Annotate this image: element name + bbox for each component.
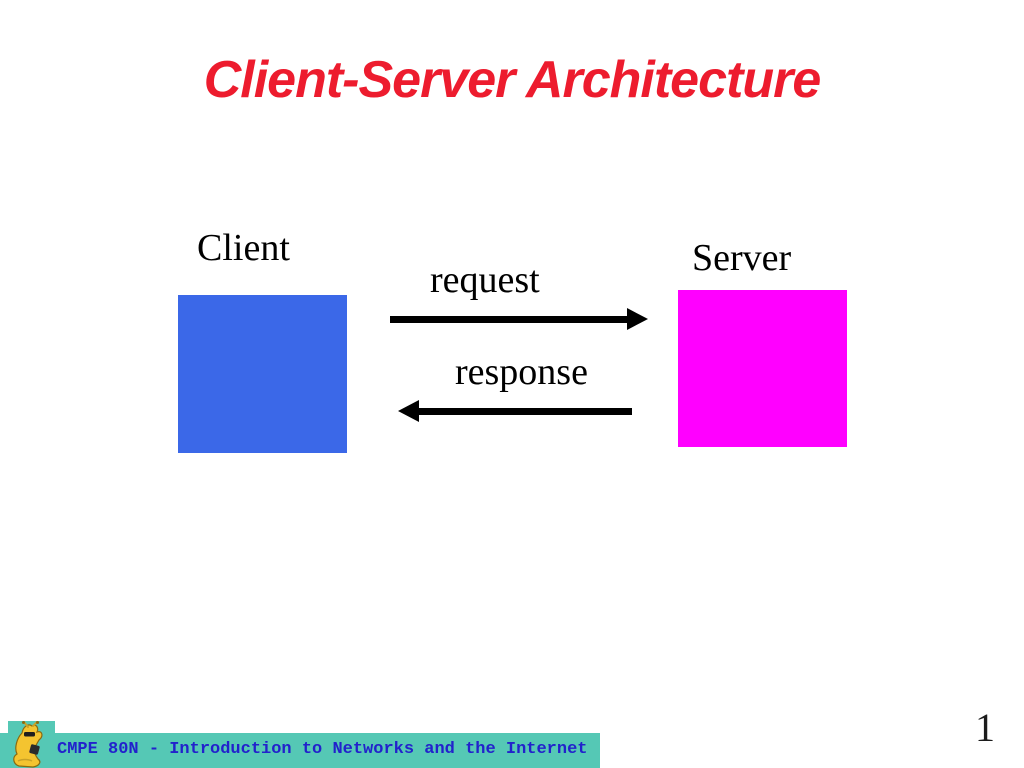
server-label: Server [692, 237, 792, 279]
client-box [178, 295, 347, 453]
arrow-shaft [416, 408, 632, 415]
footer-course-text: CMPE 80N - Introduction to Networks and … [57, 740, 588, 759]
arrowhead-right [627, 308, 648, 330]
client-label: Client [197, 227, 290, 269]
left-arrow-icon [398, 400, 632, 422]
page-title: Client-Server Architecture [203, 51, 822, 109]
request-label: request [430, 259, 540, 301]
response-label: response [455, 351, 588, 393]
right-arrow-icon [390, 308, 648, 330]
footer-bar: CMPE 80N - Introduction to Networks and … [0, 733, 600, 768]
arrow-shaft [390, 316, 630, 323]
page-number: 1 [975, 705, 995, 750]
arrowhead-left [398, 400, 419, 422]
server-box [678, 290, 847, 447]
banana-slug-mascot-icon [8, 721, 55, 768]
